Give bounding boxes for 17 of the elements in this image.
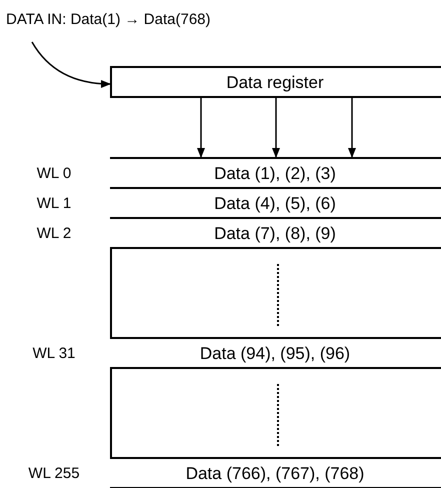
node-text: Data (766), (767), (768) — [186, 464, 364, 482]
word-line-label: WL 1 — [36, 196, 72, 210]
caption-text: DATA IN: Data(1) → Data(768) — [6, 12, 211, 26]
node-text: Data register — [226, 74, 324, 90]
word-line-label: WL 255 — [27, 466, 81, 480]
node-text: Data (1), (2), (3) — [214, 164, 336, 182]
arrow — [272, 98, 280, 158]
arrow — [348, 98, 356, 158]
arrow — [31, 42, 111, 88]
word-line-label: WL 2 — [36, 226, 72, 240]
node-text: Data (7), (8), (9) — [214, 224, 336, 242]
word-line-label: WL 31 — [32, 346, 76, 360]
arrow — [197, 98, 205, 158]
register-box — [110, 66, 441, 98]
node-text: Data (4), (5), (6) — [214, 194, 336, 212]
node-text: Data (94), (95), (96) — [200, 344, 350, 362]
word-line-label: WL 0 — [36, 166, 72, 180]
